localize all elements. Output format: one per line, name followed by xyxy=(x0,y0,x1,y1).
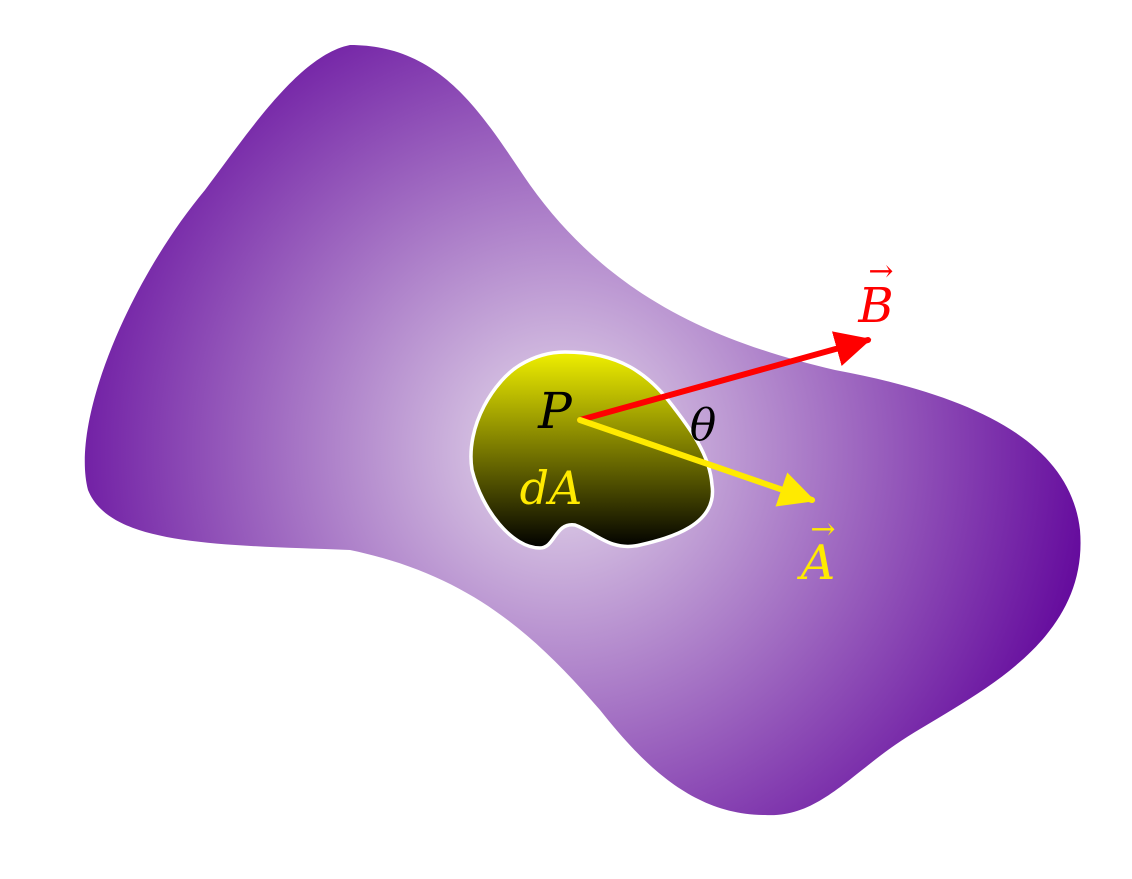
vector-a-arrow xyxy=(577,417,816,507)
area-element-label: dA xyxy=(520,461,583,515)
vector-a-arrow-accent: → xyxy=(810,512,835,547)
vector-b-arrow xyxy=(577,331,872,423)
vector-b-label: B xyxy=(857,278,893,334)
vector-b-arrow-accent: → xyxy=(868,254,893,289)
vector-a-label: A xyxy=(797,535,836,591)
point-label: P xyxy=(537,382,573,440)
angle-label: θ xyxy=(690,400,717,451)
